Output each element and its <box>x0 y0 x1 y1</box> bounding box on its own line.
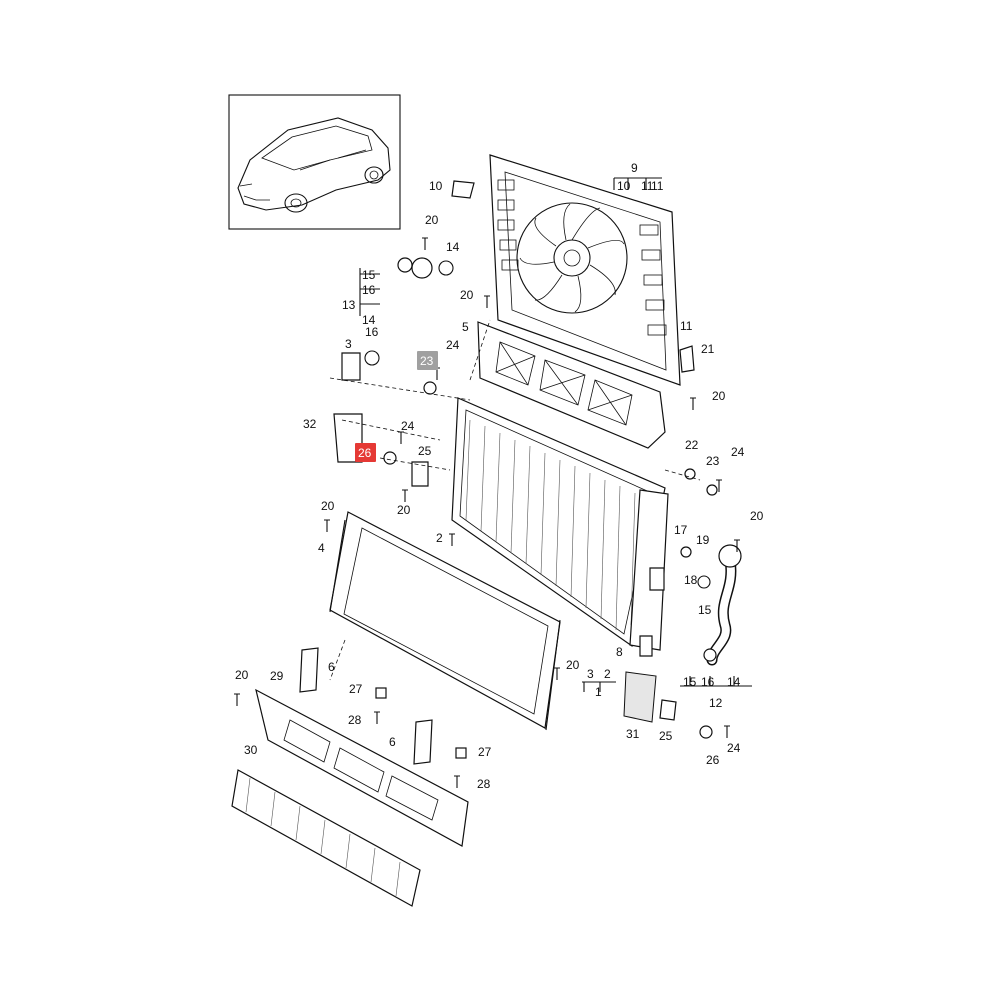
fan-shroud <box>489 154 681 386</box>
callout-label: 9 <box>631 161 638 175</box>
lower-right-hose <box>703 544 742 666</box>
highlighted-callout-gray: 23 <box>420 354 434 368</box>
callout-label: 31 <box>626 727 640 741</box>
callout-label: 32 <box>303 417 317 431</box>
upper-left-hose <box>388 257 433 364</box>
plate-3b <box>649 567 665 591</box>
sensor-17 <box>680 546 692 558</box>
callout-label: 14 <box>727 675 741 689</box>
callout-label: 24 <box>727 741 741 755</box>
sensor-26 <box>383 451 397 465</box>
highlighted-callout-red: 26 <box>358 446 372 460</box>
callout-label: 11 <box>651 179 664 193</box>
callout-label: 12 <box>709 696 723 710</box>
callout-label: 24 <box>731 445 745 459</box>
callout-label: 10 <box>617 179 631 193</box>
callout-label: 28 <box>348 713 362 727</box>
callout-label: 20 <box>321 499 335 513</box>
callout-label: 20 <box>712 389 726 403</box>
callout-label: 15 <box>698 603 712 617</box>
callout-label: 20 <box>566 658 580 672</box>
callout-label: 20 <box>460 288 474 302</box>
clip-8 <box>639 635 653 657</box>
callout-label: 21 <box>701 342 715 356</box>
highlight-red-box <box>355 443 376 462</box>
clip-10 <box>451 180 475 199</box>
nut-22 <box>684 468 696 480</box>
vehicle-thumbnail <box>228 94 401 230</box>
callout-label: 20 <box>397 503 411 517</box>
guide-6b <box>413 719 433 765</box>
highlight-gray-box <box>417 351 438 370</box>
sensor-23 <box>706 484 718 496</box>
callout-label: 28 <box>477 777 491 791</box>
callout-label: 8 <box>616 645 623 659</box>
callout-label: 14 <box>362 313 376 327</box>
callout-label: 11 <box>680 319 693 333</box>
callout-label: 1 <box>595 685 602 699</box>
callout-label: 17 <box>674 523 688 537</box>
callout-label: 6 <box>328 660 335 674</box>
callout-label: 22 <box>685 438 699 452</box>
air-guide <box>477 321 666 449</box>
callout-label: 15 <box>362 268 376 282</box>
callout-label: 23 <box>706 454 720 468</box>
seal-14 <box>438 260 454 276</box>
seal-18 <box>697 575 711 589</box>
clip-27 <box>375 687 387 699</box>
callout-label: 13 <box>342 298 356 312</box>
callout-label: 29 <box>270 669 284 683</box>
callout-label: 26 <box>706 753 720 767</box>
callout-label: 6 <box>389 735 396 749</box>
callout-label: 27 <box>349 682 363 696</box>
callout-label: 20 <box>425 213 439 227</box>
callout-label: 27 <box>478 745 492 759</box>
auxiliary-cooler <box>231 769 421 907</box>
callout-label: 30 <box>244 743 258 757</box>
seal-16 <box>364 350 380 366</box>
callout-label: 16 <box>362 283 376 297</box>
callout-label: 19 <box>696 533 710 547</box>
clip-27b <box>455 747 467 759</box>
callout-labels: 9 10 11 10 20 14 15 16 13 14 20 5 16 3 2… <box>235 161 764 791</box>
callout-label: 25 <box>418 444 432 458</box>
callout-label: 3 <box>587 667 594 681</box>
clip-21 <box>679 345 695 373</box>
callout-label: 18 <box>684 573 698 587</box>
group-brackets <box>359 177 752 692</box>
mount-25b <box>659 699 677 721</box>
plate-3 <box>341 352 361 381</box>
callout-label: 15 <box>683 675 697 689</box>
mount-25 <box>411 461 429 487</box>
callout-label: 14 <box>446 240 460 254</box>
radiator <box>451 397 669 651</box>
callout-label: 24 <box>401 419 415 433</box>
callout-label: 3 <box>345 337 352 351</box>
lower-crossmember <box>255 688 469 847</box>
bracket-31 <box>623 671 657 723</box>
callout-label: 4 <box>318 541 325 555</box>
callout-label: 20 <box>235 668 249 682</box>
callout-label: 24 <box>446 338 460 352</box>
callout-label: 2 <box>436 531 443 545</box>
callout-label: 11 <box>641 179 654 193</box>
guide-lines <box>329 319 701 681</box>
callout-label: 2 <box>604 667 611 681</box>
guide-6 <box>299 647 319 693</box>
callout-label: 16 <box>365 325 379 339</box>
sensor-26b <box>699 725 713 739</box>
callout-label: 25 <box>659 729 673 743</box>
callout-label: 20 <box>750 509 764 523</box>
sensor-23b <box>423 381 437 395</box>
callout-label: 16 <box>701 675 715 689</box>
callout-label: 5 <box>462 320 469 334</box>
carrier-frame <box>329 511 561 731</box>
callout-label: 10 <box>429 179 443 193</box>
